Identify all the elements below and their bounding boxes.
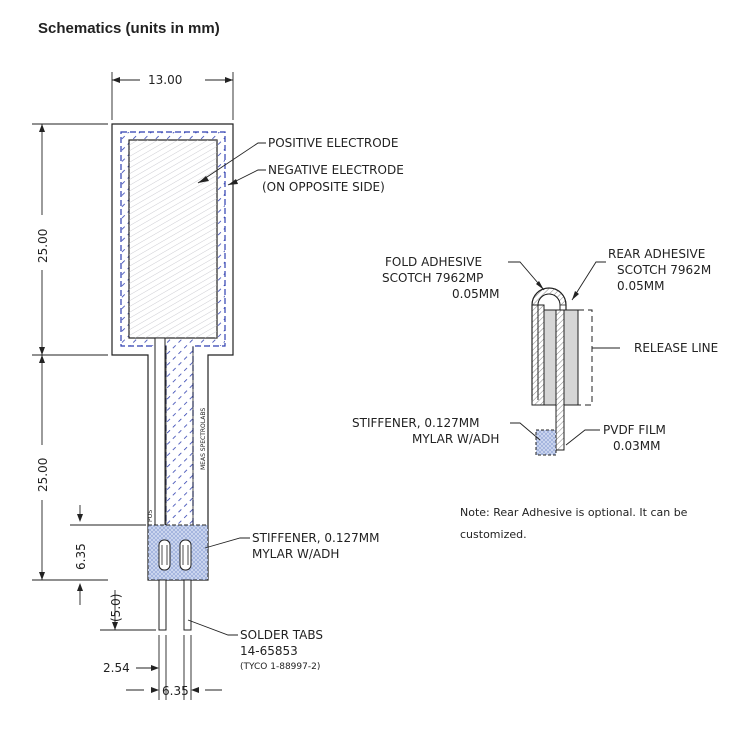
- label-solder-tyco: (TYCO 1-88997-2): [240, 662, 320, 672]
- left-fold-layer: [531, 304, 545, 406]
- sensor-top-view: POS MEAS SPECTROLABS: [111, 123, 234, 631]
- label-positive-electrode: POSITIVE ELECTRODE: [268, 136, 398, 150]
- label-stiffener-side-material: MYLAR W/ADH: [412, 432, 499, 446]
- brand-mark: MEAS SPECTROLABS: [200, 408, 207, 470]
- inner-core: [543, 309, 557, 406]
- label-fold-adhesive-thickness: 0.05MM: [452, 287, 499, 301]
- label-negative-electrode: NEGATIVE ELECTRODE: [268, 163, 404, 177]
- label-stiffener: STIFFENER, 0.127MM: [252, 531, 379, 545]
- label-rear-adhesive-thickness: 0.05MM: [617, 279, 664, 293]
- stiffener-top: [147, 524, 209, 581]
- pvdf-film: [555, 309, 565, 451]
- leader-lines: [187, 142, 266, 636]
- dim-tab-pitch: 2.54: [103, 661, 130, 675]
- page-title: Schematics (units in mm): [38, 20, 220, 37]
- dim-stiffener: 6.35: [74, 543, 88, 570]
- dim-length-lower: 25.00: [36, 458, 50, 492]
- label-pvdf-film: PVDF FILM: [603, 423, 666, 437]
- crimp-contact-left: [158, 539, 171, 571]
- stiffener-side: [535, 429, 557, 456]
- label-fold-adhesive: FOLD ADHESIVE: [385, 255, 482, 269]
- label-fold-adhesive-part: SCOTCH 7962MP: [382, 271, 483, 285]
- rear-adhesive-note: Note: Rear Adhesive is optional. It can …: [460, 506, 688, 541]
- dim-tab-width: 6.35: [162, 684, 189, 698]
- dimension-arrows: [39, 77, 233, 693]
- fold-adhesive: [531, 287, 567, 306]
- label-rear-adhesive: REAR ADHESIVE: [608, 247, 705, 261]
- label-stiffener-side: STIFFENER, 0.127MM: [352, 416, 479, 430]
- label-stiffener-material: MYLAR W/ADH: [252, 547, 339, 561]
- pos-mark: POS: [147, 510, 154, 522]
- dim-width-top: 13.00: [148, 73, 182, 87]
- label-solder-part: 14-65853: [240, 644, 298, 658]
- label-negative-electrode-note: (ON OPPOSITE SIDE): [262, 180, 385, 194]
- dim-tab-length: (5.0): [109, 594, 123, 622]
- label-release-line: RELEASE LINE: [634, 341, 718, 355]
- crimp-contact-right: [179, 539, 192, 571]
- sensor-side-view: [531, 287, 593, 456]
- release-liner: [577, 309, 593, 406]
- label-pvdf-thickness: 0.03MM: [613, 439, 660, 453]
- solder-tab-left: [158, 579, 167, 631]
- side-leaders: [508, 261, 620, 446]
- dim-length-upper: 25.00: [36, 229, 50, 263]
- label-rear-adhesive-part: SCOTCH 7962M: [617, 263, 711, 277]
- label-solder-tabs: SOLDER TABS: [240, 628, 323, 642]
- rear-adhesive: [563, 309, 579, 406]
- solder-tab-right: [183, 579, 192, 631]
